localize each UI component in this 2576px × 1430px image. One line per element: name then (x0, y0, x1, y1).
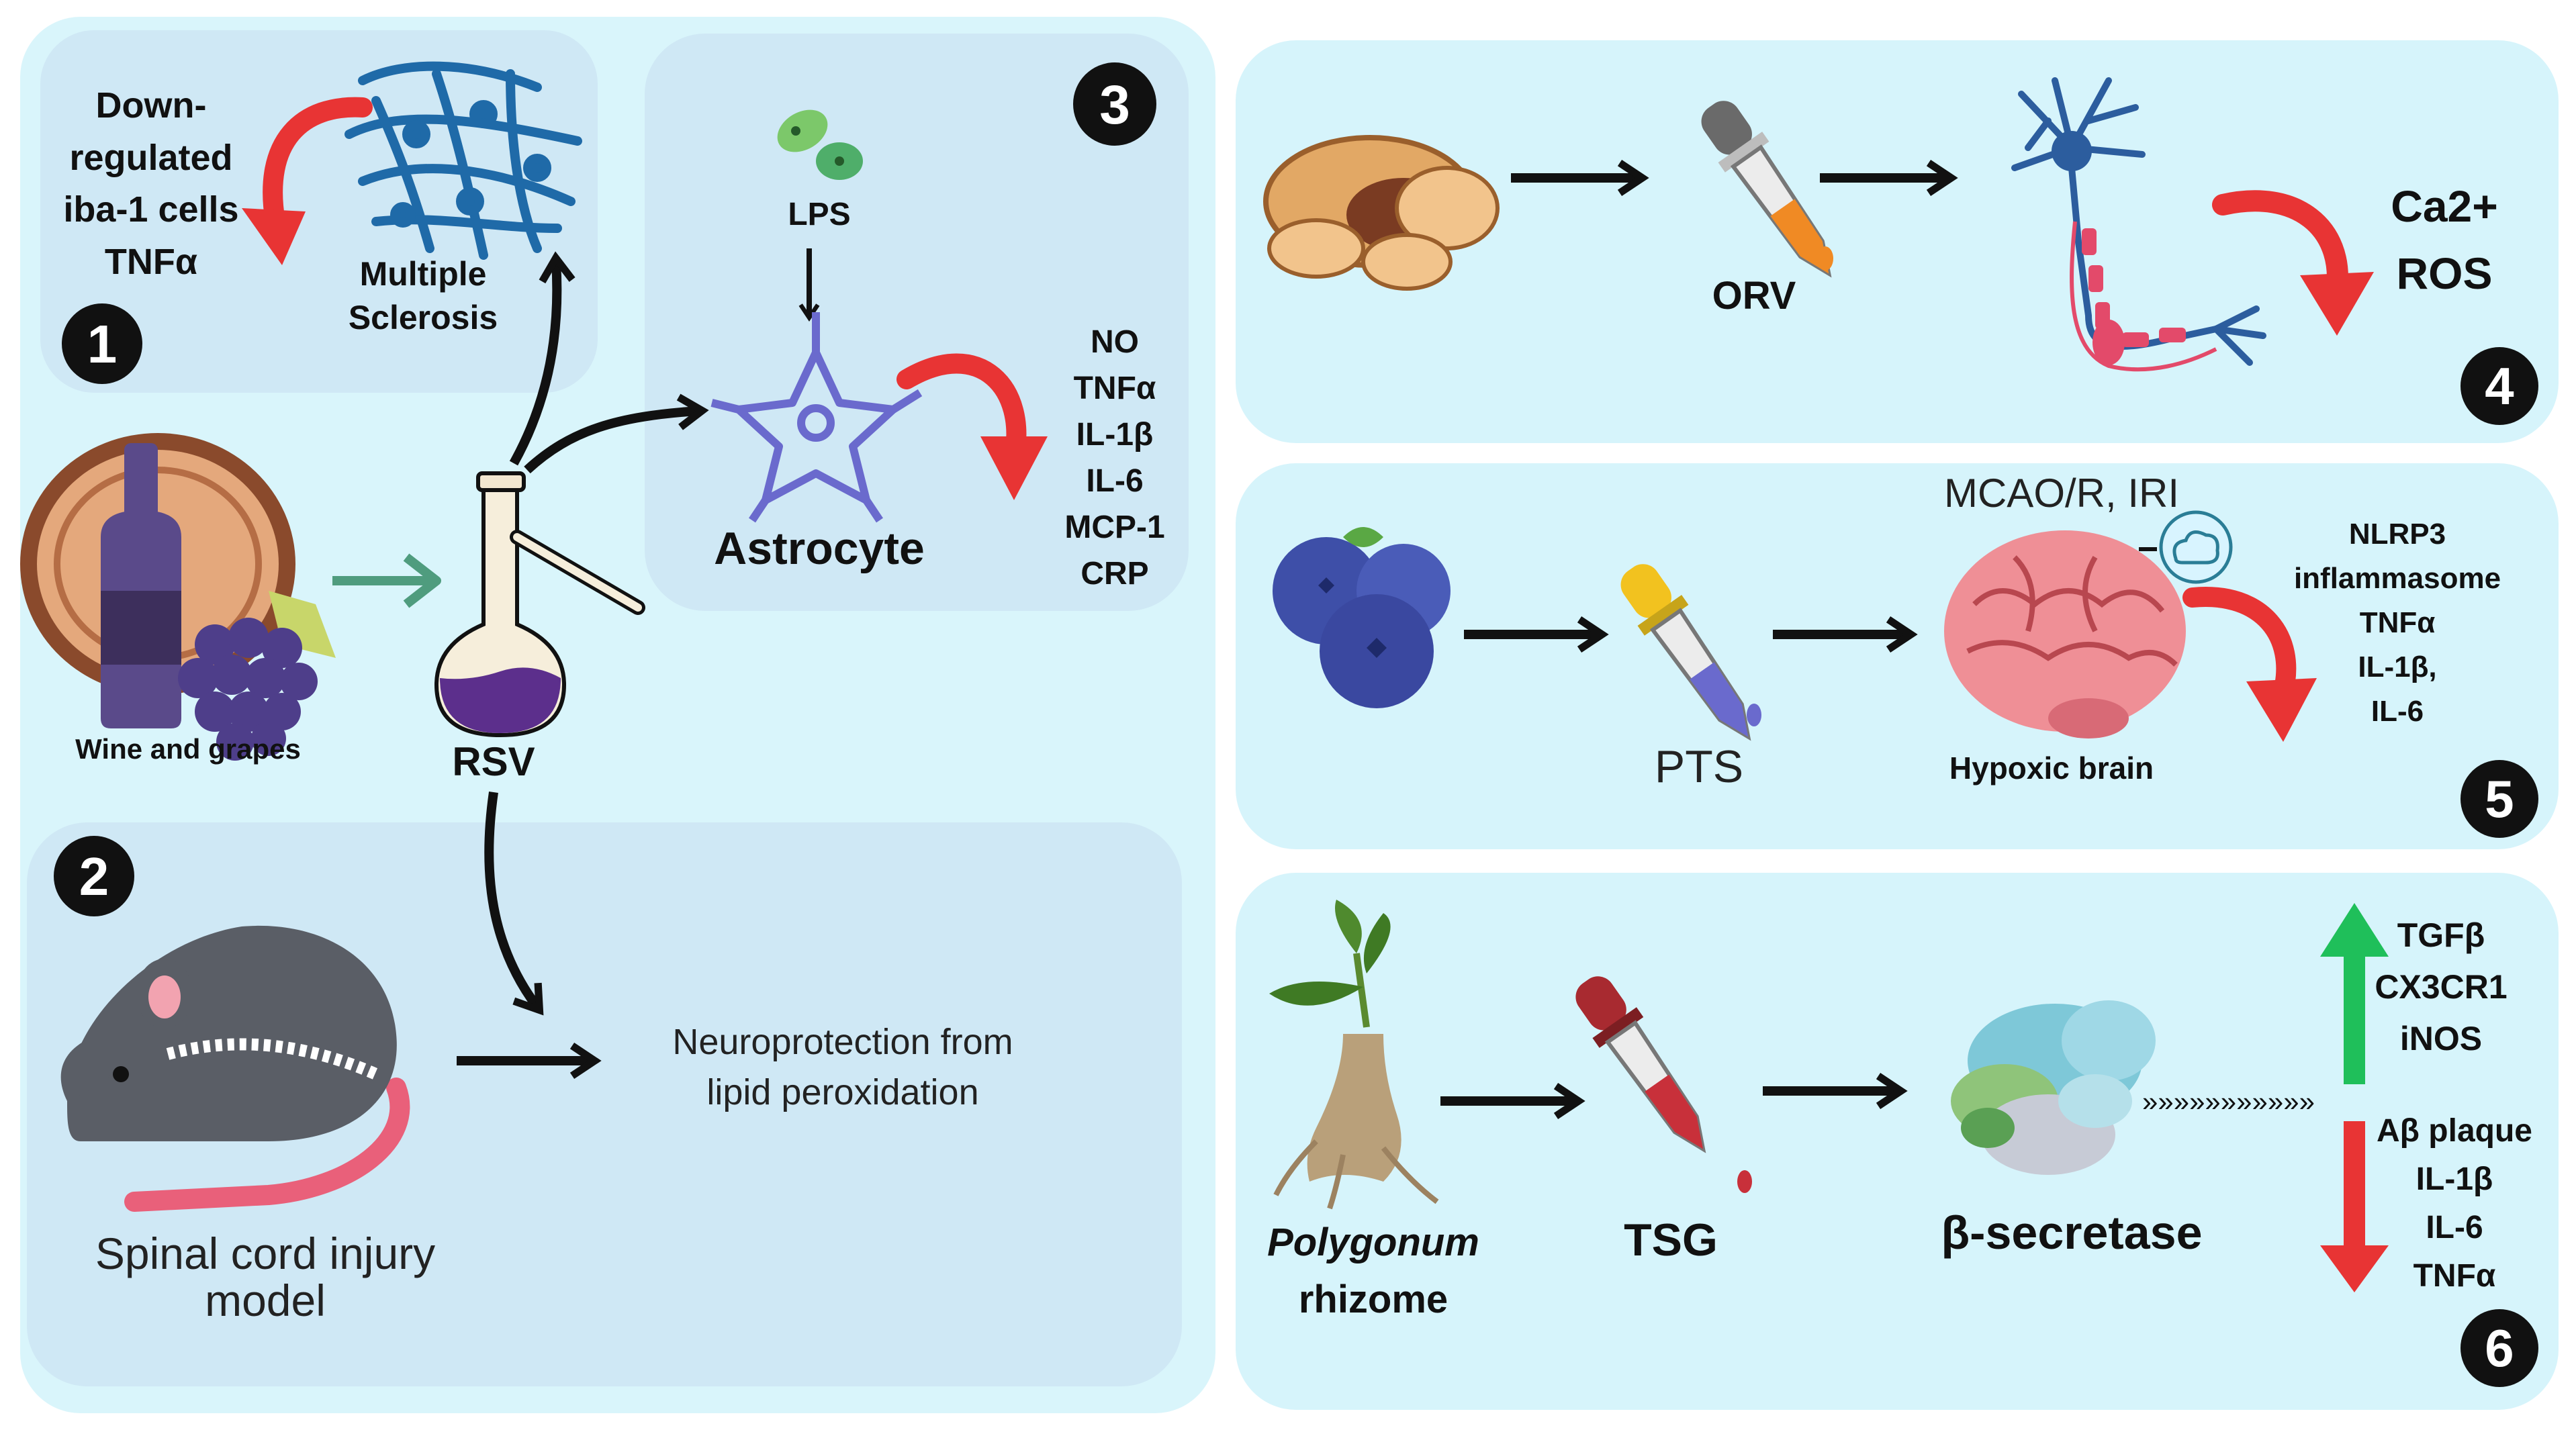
svg-text:4: 4 (2485, 356, 2514, 416)
badge-6: 6 (2460, 1309, 2538, 1387)
neuron-red-outline (2070, 221, 2217, 372)
panel-5-red-arrow (2182, 587, 2317, 742)
arrow-rsv-to-astrocyte (524, 393, 709, 474)
blueberry-icon (1273, 527, 1451, 708)
badge-5: 5 (2460, 760, 2538, 838)
source-label: Wine and grapes (75, 733, 301, 765)
root-plant-icon (1269, 900, 1439, 1210)
panel-3-marker-2: TNFα (1074, 371, 1156, 406)
panel-5-condition: MCAO/R, IRI (1944, 471, 2179, 516)
arrow-rsv-to-ms (509, 251, 576, 466)
brain-icon (1944, 530, 2186, 738)
neuron-myelin (2082, 228, 2186, 365)
panel-6-dropper-icon (1575, 976, 1706, 1153)
panel-3-marker-6: CRP (1080, 556, 1148, 591)
badge-3: 3 (1073, 62, 1156, 146)
red-drop (1737, 1170, 1752, 1193)
panel-5-marker-5: IL-6 (2371, 695, 2424, 728)
svg-text:5: 5 (2485, 769, 2514, 828)
panel-5-marker-3: TNFα (2360, 606, 2436, 639)
panel-1-disease-line-1: Multiple (360, 255, 487, 293)
panel-4-effect-1: Ca2+ (2391, 181, 2498, 231)
badge-4: 4 (2460, 347, 2538, 425)
panel-3-marker-5: MCP-1 (1064, 510, 1164, 545)
panel-5-target: Hypoxic brain (1949, 751, 2154, 785)
panel-2-outcome-line-2: lipid peroxidation (706, 1072, 978, 1112)
green-arrow (332, 553, 441, 608)
panel-3-marker-1: NO (1091, 324, 1139, 360)
panel-6-down-marker-3: IL-6 (2426, 1210, 2483, 1245)
panel-1-effect-line-4: TNFα (105, 242, 197, 282)
badge-2: 2 (54, 836, 134, 916)
panel-3-box (645, 34, 1189, 611)
panel-1-effect-line-2: regulated (69, 138, 232, 178)
oxygen-cloud-icon (2139, 510, 2233, 584)
rat-icon (60, 925, 410, 1212)
panel-2-model-line-2: model (205, 1276, 326, 1325)
grapes-icon (178, 591, 336, 761)
panel-6-up-marker-3: iNOS (2400, 1020, 2482, 1057)
svg-text:3: 3 (1099, 75, 1130, 136)
panel-1-effect-line-1: Down- (96, 85, 207, 126)
panel-2-model-line-1: Spinal cord injury (95, 1229, 435, 1278)
panel-6-source-line-1: Polygonum (1267, 1221, 1479, 1264)
panel-6-down-marker-4: TNFα (2413, 1258, 2496, 1294)
panel-6-compound: TSG (1624, 1214, 1718, 1266)
protein-structure-icon (1951, 1000, 2156, 1175)
down-red-arrow (2320, 1121, 2389, 1292)
panel-3-marker-3: IL-1β (1076, 417, 1154, 452)
panel-1-red-arrow (242, 97, 373, 265)
panel-3-red-arrow (896, 353, 1048, 500)
bacteria-icon (777, 109, 863, 180)
astrocyte-icon (710, 312, 923, 523)
svg-text:6: 6 (2485, 1319, 2514, 1378)
panel-5-compound: PTS (1655, 741, 1743, 792)
panel-4-effect-2: ROS (2396, 248, 2492, 298)
wine-bottle-icon (101, 443, 181, 728)
panel-6-source-line-2: rhizome (1299, 1278, 1448, 1321)
panel-6-down-marker-1: Aβ plaque (2377, 1113, 2532, 1149)
arrow-rsv-to-neuroprotection (484, 792, 544, 1016)
panel-5-dropper-icon (1620, 564, 1751, 741)
panel-2-outcome-line-1: Neuroprotection from (672, 1022, 1013, 1062)
neural-network-icon (344, 61, 582, 260)
panel-3-marker-4: IL-6 (1086, 463, 1143, 499)
orange-drop (1817, 246, 1833, 271)
panel-6-up-marker-1: TGFβ (2397, 916, 2485, 954)
blue-drop (1747, 704, 1761, 726)
panel-6-down-marker-2: IL-1β (2416, 1161, 2493, 1197)
panel-1-disease-line-2: Sclerosis (349, 299, 498, 336)
svg-text:1: 1 (87, 314, 118, 374)
panel-3-stimulus: LPS (788, 197, 850, 232)
up-green-arrow (2320, 903, 2389, 1084)
panel-5-marker-2: inflammasome (2294, 562, 2501, 595)
panel-6-box (1236, 873, 2559, 1410)
panel-3-cell: Astrocyte (714, 523, 925, 574)
compound-label: RSV (452, 739, 535, 784)
panel-1-effect-line-3: iba-1 cells (63, 189, 238, 230)
peanut-icon (1263, 135, 1500, 291)
panel-5-marker-1: NLRP3 (2349, 518, 2446, 551)
neuron-soma (2052, 131, 2092, 171)
panel-4-red-arrow (2212, 190, 2374, 336)
flask-icon (434, 471, 645, 738)
panel-5-marker-4: IL-1β, (2358, 651, 2436, 683)
panel-4-dropper-icon (1701, 101, 1832, 278)
panel-6-target: β-secretase (1941, 1206, 2202, 1259)
panel-6-up-marker-2: CX3CR1 (2375, 968, 2507, 1006)
badge-1: 1 (62, 303, 142, 384)
panel-6-chevrons: »»»»»»»»»»» (2142, 1086, 2315, 1117)
svg-text:2: 2 (79, 847, 109, 906)
panel-4-compound: ORV (1712, 274, 1796, 318)
